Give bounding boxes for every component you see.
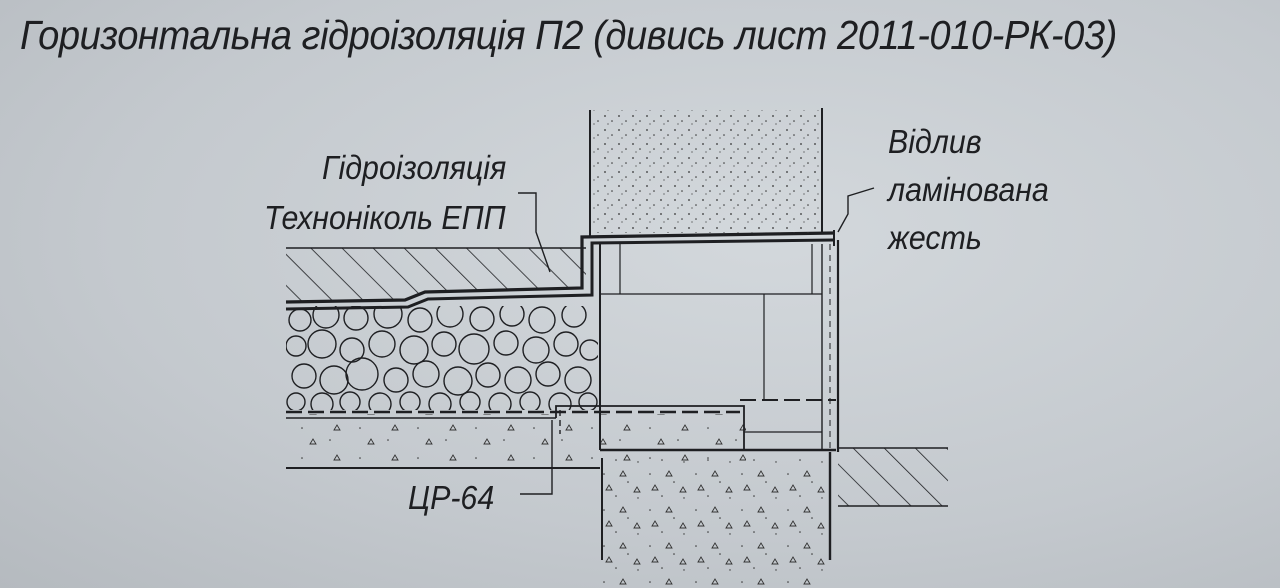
screed-layer xyxy=(286,399,836,469)
label-drip-line2: ламінована xyxy=(888,171,1049,208)
label-waterproofing-line1: Гідроізоляція xyxy=(321,149,506,186)
wall-upper xyxy=(589,108,823,237)
label-drip-line3: жесть xyxy=(888,219,982,256)
leader-lines xyxy=(518,187,875,495)
masonry-block xyxy=(599,240,840,452)
hatched-soil-layer xyxy=(286,247,586,302)
label-drip-line1: Відлив xyxy=(888,123,982,160)
label-waterproofing-line2: Технонiколь ЕПП xyxy=(264,199,506,236)
gravel-layer xyxy=(286,306,598,410)
foundation-block xyxy=(601,452,832,588)
page-title: Горизонтальна гідроізоляція П2 (дивись л… xyxy=(20,12,1117,58)
label-mortar: ЦР-64 xyxy=(408,479,495,516)
hatched-ground-right xyxy=(838,447,948,507)
waterproofing-membrane xyxy=(285,230,835,311)
